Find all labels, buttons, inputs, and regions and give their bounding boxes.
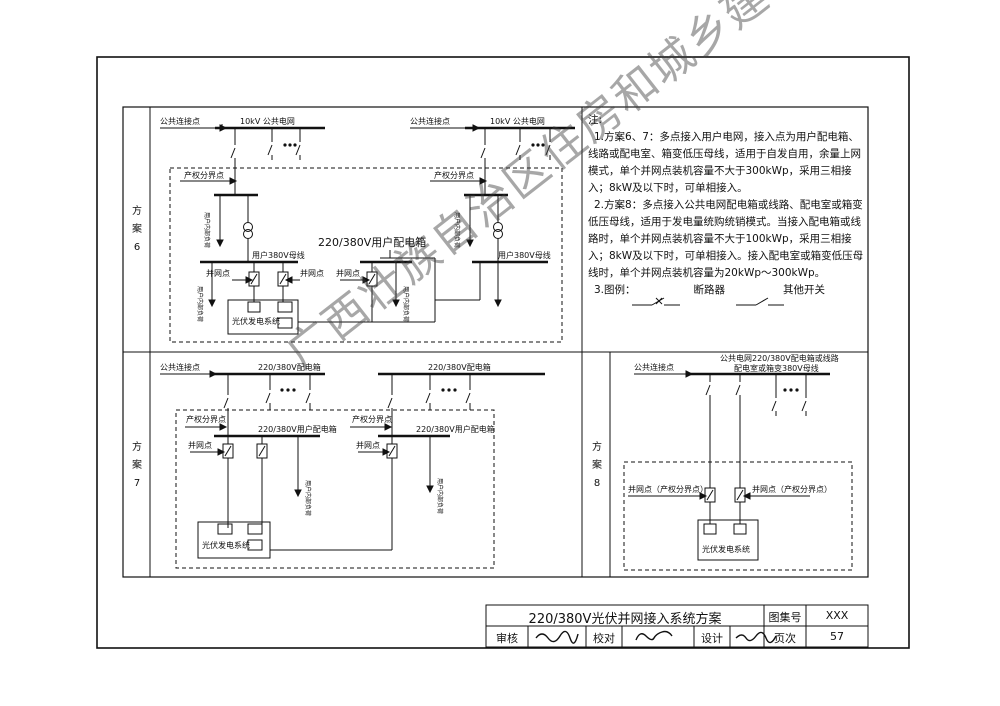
scheme6-label: 方 案 6 bbox=[132, 204, 142, 253]
svg-text:公共连接点: 公共连接点 bbox=[160, 116, 200, 126]
page-value: 57 bbox=[830, 630, 844, 643]
design-label: 设计 bbox=[701, 632, 723, 645]
svg-text:并网点: 并网点 bbox=[188, 440, 212, 450]
svg-text:220/380V配电箱: 220/380V配电箱 bbox=[428, 362, 491, 372]
svg-text:220/380V用户配电箱: 220/380V用户配电箱 bbox=[318, 235, 426, 249]
svg-text:并网点: 并网点 bbox=[206, 268, 230, 278]
signatures bbox=[535, 630, 777, 644]
scheme7-diagram bbox=[160, 370, 545, 569]
svg-text:用户内部负荷: 用户内部负荷 bbox=[304, 480, 312, 516]
svg-text:案: 案 bbox=[592, 458, 602, 471]
scheme7-label: 方 案 7 bbox=[132, 440, 142, 489]
svg-text:公共连接点: 公共连接点 bbox=[634, 362, 674, 372]
svg-text:案: 案 bbox=[132, 222, 142, 235]
svg-text:光伏发电系统: 光伏发电系统 bbox=[202, 540, 250, 550]
svg-text:方: 方 bbox=[132, 440, 142, 453]
svg-text:配电室或箱变380V母线: 配电室或箱变380V母线 bbox=[734, 363, 819, 373]
scheme7-dots bbox=[280, 388, 457, 392]
svg-text:产权分界点: 产权分界点 bbox=[352, 414, 392, 424]
svg-text:10kV 公共电网: 10kV 公共电网 bbox=[490, 116, 545, 126]
check-label: 校对 bbox=[593, 632, 615, 645]
legend-switch-label: 其他开关 bbox=[783, 284, 826, 296]
svg-text:并网点（产权分界点）: 并网点（产权分界点） bbox=[752, 484, 832, 494]
scheme6-labels: 公共连接点 10kV 公共电网 产权分界点 用户380V母线 并网点 并网点 光… bbox=[160, 116, 551, 326]
svg-text:用户内部负荷: 用户内部负荷 bbox=[453, 212, 461, 248]
legend-switch-symbol bbox=[736, 297, 784, 306]
scheme7-labels: 公共连接点 220/380V配电箱 产权分界点 220/380V用户配电箱 并网… bbox=[160, 362, 495, 550]
notes-panel: 注: 1.方案6、7：多点接入用户电网，接入点为用户配电箱、线路或配电室、箱变低… bbox=[588, 112, 868, 299]
svg-text:方: 方 bbox=[592, 440, 602, 453]
note-3: 3.图例：断路器其他开关 bbox=[594, 284, 826, 296]
legend-breaker-label: 断路器 bbox=[693, 284, 726, 296]
scheme6-diagram bbox=[160, 124, 575, 343]
svg-text:产权分界点: 产权分界点 bbox=[184, 170, 224, 180]
svg-text:220/380V配电箱: 220/380V配电箱 bbox=[258, 362, 321, 372]
page-label: 页次 bbox=[774, 632, 796, 645]
drawing-frame bbox=[122, 106, 869, 578]
svg-text:220/380V用户配电箱: 220/380V用户配电箱 bbox=[416, 424, 495, 434]
svg-text:方: 方 bbox=[132, 204, 142, 217]
scheme8-labels: 公共连接点 公共电网220/380V配电箱或线路 配电室或箱变380V母线 并网… bbox=[628, 353, 839, 554]
svg-text:公共连接点: 公共连接点 bbox=[410, 116, 450, 126]
scheme8-diagram bbox=[623, 370, 853, 571]
svg-text:光伏发电系统: 光伏发电系统 bbox=[232, 316, 280, 326]
svg-text:8: 8 bbox=[594, 478, 600, 489]
svg-text:用户380V母线: 用户380V母线 bbox=[252, 250, 305, 260]
svg-text:用户内部负荷: 用户内部负荷 bbox=[436, 478, 444, 514]
atlas-no-label: 图集号 bbox=[768, 611, 802, 624]
note-2: 2.方案8：多点接入公共电网配电箱或线路、配电室或箱变低压母线，适用于发电量统购… bbox=[588, 199, 864, 279]
svg-text:光伏发电系统: 光伏发电系统 bbox=[702, 544, 750, 554]
svg-text:10kV 公共电网: 10kV 公共电网 bbox=[240, 116, 295, 126]
scheme8-label: 方 案 8 bbox=[592, 440, 602, 489]
svg-text:用户内部负荷: 用户内部负荷 bbox=[402, 286, 410, 322]
svg-text:7: 7 bbox=[134, 478, 140, 489]
svg-text:用户内部负荷: 用户内部负荷 bbox=[203, 212, 211, 248]
svg-text:用户内部负荷: 用户内部负荷 bbox=[196, 286, 204, 322]
svg-text:公共电网220/380V配电箱或线路: 公共电网220/380V配电箱或线路 bbox=[720, 353, 839, 363]
atlas-no-value: XXX bbox=[825, 609, 849, 622]
svg-text:6: 6 bbox=[134, 242, 140, 253]
svg-text:案: 案 bbox=[132, 458, 142, 471]
legend-breaker-symbol bbox=[632, 297, 680, 306]
scheme8-dots bbox=[783, 388, 799, 392]
title-block bbox=[485, 604, 869, 648]
notes-heading: 注: bbox=[588, 114, 603, 126]
svg-text:产权分界点: 产权分界点 bbox=[186, 414, 226, 424]
svg-text:220/380V用户配电箱: 220/380V用户配电箱 bbox=[258, 424, 337, 434]
note-1: 1.方案6、7：多点接入用户电网，接入点为用户配电箱、线路或配电室、箱变低压母线… bbox=[588, 131, 861, 194]
svg-text:并网点: 并网点 bbox=[356, 440, 380, 450]
scheme6-dots bbox=[283, 143, 545, 147]
svg-text:产权分界点: 产权分界点 bbox=[434, 170, 474, 180]
outer-frame bbox=[96, 56, 910, 649]
review-label: 审核 bbox=[496, 632, 518, 645]
svg-text:并网点: 并网点 bbox=[300, 268, 324, 278]
drawing-title: 220/380V光伏并网接入系统方案 bbox=[528, 612, 722, 627]
svg-text:并网点（产权分界点）: 并网点（产权分界点） bbox=[628, 484, 708, 494]
svg-text:公共连接点: 公共连接点 bbox=[160, 362, 200, 372]
svg-text:并网点: 并网点 bbox=[336, 268, 360, 278]
svg-text:用户380V母线: 用户380V母线 bbox=[498, 250, 551, 260]
